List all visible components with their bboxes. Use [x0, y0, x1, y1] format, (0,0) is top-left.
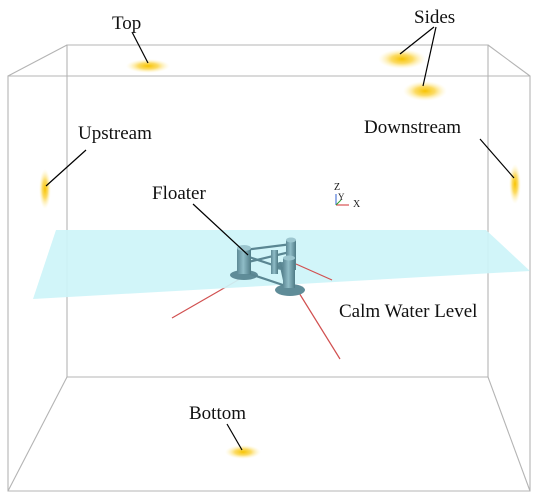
- axis-triad: [335, 194, 349, 206]
- label-bottom: Bottom: [189, 403, 247, 424]
- downstream-boundary-glow: [509, 164, 521, 204]
- side-boundary-glow-2: [403, 81, 447, 101]
- floater-model: [230, 237, 305, 296]
- axis-z-label: Z: [334, 182, 341, 193]
- label-upstream: Upstream: [78, 123, 152, 144]
- upstream-boundary-glow: [39, 169, 51, 209]
- mooring-line-upper: [295, 263, 333, 281]
- side-boundary-glow-1: [378, 49, 426, 69]
- label-downstream: Downstream: [364, 117, 462, 138]
- label-floater: Floater: [152, 183, 206, 204]
- label-sides: Sides: [414, 7, 456, 28]
- axis-y-label: Y: [338, 192, 345, 202]
- leader-lines: [45, 26, 515, 451]
- label-top: Top: [112, 13, 142, 34]
- bottom-boundary-glow: [225, 445, 261, 459]
- label-calm-water-level: Calm Water Level: [339, 301, 478, 322]
- axis-x-label: X: [353, 199, 361, 210]
- top-boundary-glow: [126, 59, 170, 73]
